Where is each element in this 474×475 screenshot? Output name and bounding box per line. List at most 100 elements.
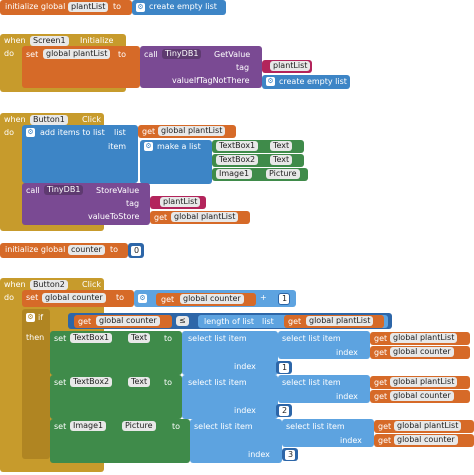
get-counter-1[interactable]: get global counter [370, 346, 470, 359]
set-var-dropdown[interactable]: global plantList [43, 49, 111, 59]
set-var-dropdown[interactable]: global counter [42, 293, 106, 303]
get-var-dropdown[interactable]: global plantList [158, 126, 226, 136]
get-global-plantlist-length[interactable]: get global plantList [284, 315, 384, 328]
gear-icon[interactable]: ⚙ [144, 142, 153, 151]
textbox2-dropdown[interactable]: TextBox2 [70, 377, 113, 387]
init-global-plantlist-block[interactable]: initialize global plantList to [0, 0, 132, 15]
get-var-dropdown[interactable]: global counter [394, 435, 458, 445]
image1-dropdown[interactable]: Image1 [216, 169, 253, 179]
set-image1-picture-block[interactable]: set Image1 Picture to [50, 419, 190, 463]
textbox1-prop-dropdown[interactable]: Text [128, 333, 151, 343]
tinydb-dropdown[interactable]: TinyDB1 [162, 49, 202, 59]
number-value[interactable]: 0 [130, 245, 142, 257]
select-list-item-block-2[interactable]: select list item index [182, 375, 278, 419]
component-dropdown[interactable]: Button2 [30, 280, 68, 290]
gear-icon[interactable]: ⚙ [26, 313, 35, 322]
image1-picture-getter[interactable]: Image1 Picture [212, 168, 308, 181]
then-label: then [26, 333, 45, 342]
image1-prop-dropdown[interactable]: Picture [266, 169, 300, 179]
tag-string-value[interactable]: plantList [270, 61, 311, 71]
image1-prop-dropdown[interactable]: Picture [122, 421, 156, 431]
textbox1-prop-dropdown[interactable]: Text [270, 141, 293, 151]
textbox1-text-getter[interactable]: TextBox1 Text [212, 140, 304, 153]
make-a-list-block[interactable]: ⚙ make a list [140, 140, 212, 184]
get-plantlist-3[interactable]: get global plantList [374, 420, 474, 433]
number-value[interactable]: 2 [278, 405, 290, 417]
textbox1-dropdown[interactable]: TextBox1 [216, 141, 259, 151]
tag-string-value[interactable]: plantList [160, 197, 201, 207]
init-keyword: initialize global [5, 2, 66, 11]
get-var-dropdown[interactable]: global plantList [390, 377, 458, 387]
get-var-dropdown[interactable]: global plantList [171, 212, 239, 222]
do-label: do [4, 49, 14, 58]
event-label: Initialize [80, 36, 114, 45]
number-value[interactable]: 1 [278, 293, 290, 305]
get-global-counter-block[interactable]: get global counter [156, 293, 256, 306]
create-empty-list-block[interactable]: ⚙ create empty list [132, 0, 226, 15]
get-var-dropdown[interactable]: global counter [390, 347, 454, 357]
init-keyword: initialize global [5, 245, 66, 254]
get-global-plantlist-block-2[interactable]: get global plantList [150, 211, 250, 224]
set-global-counter-block[interactable]: set global counter to [22, 290, 134, 307]
number-2-block[interactable]: 2 [276, 404, 292, 417]
get-counter-2[interactable]: get global counter [370, 390, 470, 403]
set-textbox2-text-block[interactable]: set TextBox2 Text to [50, 375, 182, 419]
tinydb-storevalue-block[interactable]: call TinyDB1 StoreValue tag valueToStore [22, 183, 150, 225]
get-label: get [374, 392, 388, 401]
textbox2-prop-dropdown[interactable]: Text [270, 155, 293, 165]
set-label: set [54, 422, 67, 431]
select-list-item-label: select list item [188, 378, 247, 387]
init-var-name[interactable]: plantList [68, 2, 109, 12]
tag-string-block[interactable]: plantList [150, 196, 206, 209]
textbox2-prop-dropdown[interactable]: Text [128, 377, 151, 387]
image1-dropdown[interactable]: Image1 [70, 421, 107, 431]
select-list-item-label: select list item [194, 422, 253, 431]
textbox2-dropdown[interactable]: TextBox2 [216, 155, 259, 165]
gear-icon[interactable]: ⚙ [136, 3, 145, 12]
select-list-item-block-1[interactable]: select list item index [182, 331, 278, 375]
init-global-counter-block[interactable]: initialize global counter to [0, 243, 128, 258]
get-var-dropdown[interactable]: global counter [390, 391, 454, 401]
default-create-empty-list-block[interactable]: ⚙ create empty list [262, 75, 350, 89]
number-1-block[interactable]: 1 [276, 361, 292, 374]
gear-icon[interactable]: ⚙ [138, 294, 147, 303]
tinydb-dropdown[interactable]: TinyDB1 [44, 185, 84, 195]
get-plantlist-1[interactable]: get global plantList [370, 332, 470, 345]
number-value[interactable]: 3 [284, 449, 296, 461]
component-dropdown[interactable]: Screen1 [30, 36, 69, 46]
textbox1-dropdown[interactable]: TextBox1 [70, 333, 113, 343]
add-items-to-list-block[interactable]: ⚙ add items to list list item [22, 125, 138, 183]
tag-string-block[interactable]: plantList [262, 60, 312, 73]
compare-operator-dropdown[interactable]: ≤ [176, 316, 189, 326]
get-var-dropdown[interactable]: global plantList [306, 316, 374, 326]
list-label: list [114, 128, 126, 137]
get-label: get [374, 348, 388, 357]
textbox2-text-getter[interactable]: TextBox2 Text [212, 154, 304, 167]
set-global-plantlist-block[interactable]: set global plantList to [22, 46, 140, 88]
select-list-item-inner-3[interactable]: select list item index [282, 419, 374, 447]
select-list-item-block-3[interactable]: select list item index [190, 419, 282, 463]
get-counter-3[interactable]: get global counter [374, 434, 474, 447]
get-var-dropdown[interactable]: global plantList [394, 421, 462, 431]
get-global-plantlist-block[interactable]: get global plantList [138, 125, 236, 138]
get-plantlist-2[interactable]: get global plantList [370, 376, 470, 389]
tinydb-getvalue-block[interactable]: call TinyDB1 GetValue tag valueIfTagNotT… [140, 46, 262, 88]
select-list-item-inner-2[interactable]: select list item index [278, 375, 370, 403]
set-label: set [26, 50, 39, 59]
init-var-name[interactable]: counter [68, 245, 105, 255]
get-label: get [288, 317, 302, 326]
gear-icon[interactable]: ⚙ [266, 77, 275, 86]
set-textbox1-text-block[interactable]: set TextBox1 Text to [50, 331, 182, 375]
select-list-item-inner-1[interactable]: select list item index [278, 331, 370, 359]
set-label: set [26, 293, 39, 302]
get-global-counter-compare[interactable]: get global counter [74, 315, 172, 328]
if-then-block[interactable]: ⚙ if then [22, 309, 50, 459]
gear-icon[interactable]: ⚙ [26, 128, 35, 137]
get-var-dropdown[interactable]: global plantList [390, 333, 458, 343]
get-var-dropdown[interactable]: global counter [180, 294, 244, 304]
number-value[interactable]: 1 [278, 362, 290, 374]
number-3-block[interactable]: 3 [282, 448, 298, 461]
get-var-dropdown[interactable]: global counter [96, 316, 160, 326]
number-zero-block[interactable]: 0 [128, 243, 144, 258]
component-dropdown[interactable]: Button1 [30, 115, 68, 125]
